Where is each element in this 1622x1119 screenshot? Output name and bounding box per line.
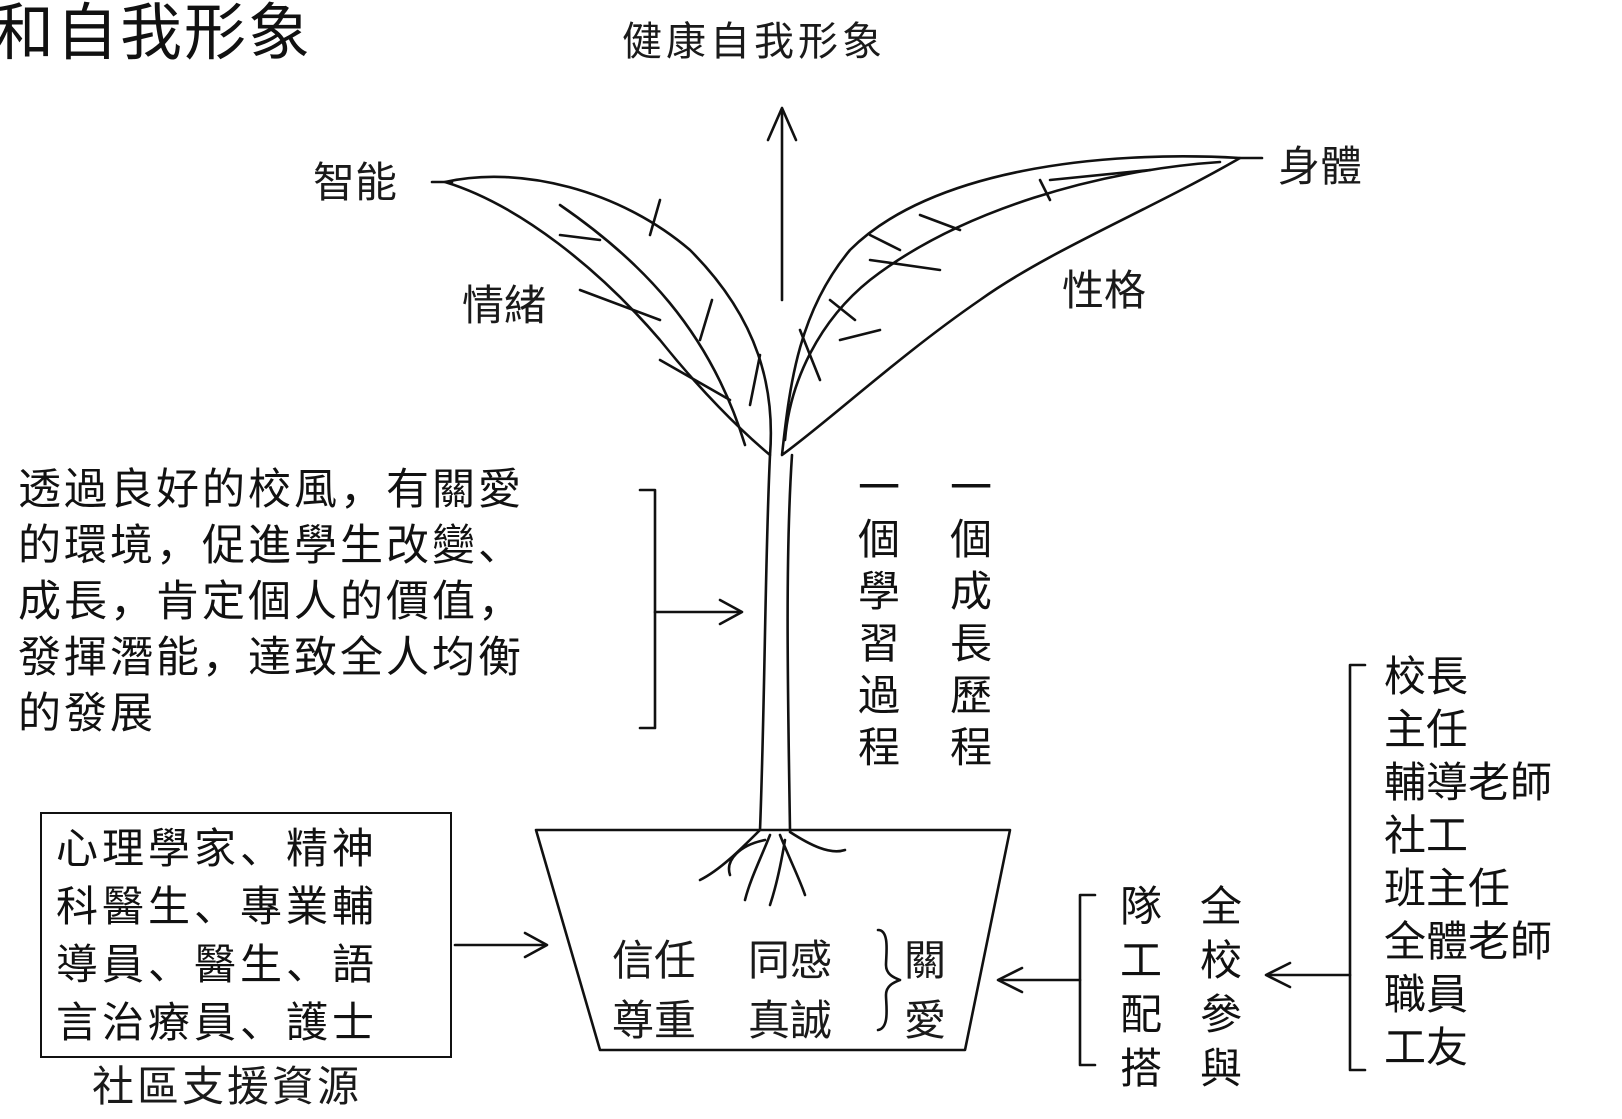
community-line: 言治療員、護士: [56, 998, 379, 1047]
staff-item: 班主任: [1384, 864, 1511, 913]
whole-school-char: 參: [1200, 990, 1243, 1039]
staff-item: 社工: [1384, 811, 1469, 860]
learning-char: 一: [858, 463, 901, 512]
left-leaf: [443, 175, 773, 457]
staff-item: 主任: [1384, 705, 1469, 754]
stem: [758, 453, 772, 832]
pot-value-trust: 信任: [612, 936, 697, 985]
staff-item: 職員: [1384, 970, 1469, 1019]
staff-item: 輔導老師: [1384, 758, 1553, 807]
learning-char: 程: [858, 723, 901, 772]
growth-process-column: 一 個 成 長 歷 程: [950, 462, 992, 774]
teamwork-column: 隊 工 配 搭: [1120, 880, 1162, 1096]
learning-char: 學: [858, 567, 901, 616]
community-support-caption: 社區支援資源: [92, 1062, 363, 1111]
healthy-self-image-label: 健康自我形象: [622, 19, 886, 65]
right-leaf: [780, 155, 1242, 457]
school-bracket: [638, 488, 657, 730]
school-paragraph-line: 透過良好的校風，有關愛: [18, 465, 524, 515]
staff-item: 全體老師: [1384, 917, 1553, 966]
learning-process-column: 一 個 學 習 過 程: [858, 462, 900, 774]
pot-care-char: 關: [904, 936, 947, 985]
staff-item: 校長: [1384, 652, 1469, 701]
pot-value-empathy: 同感: [748, 936, 833, 985]
school-paragraph: 透過良好的校風，有關愛 的環境，促進學生改變、 成長，肯定個人的價值， 發揮潛能…: [18, 462, 618, 742]
school-paragraph-line: 的發展: [18, 689, 156, 739]
pot: [534, 828, 1012, 1052]
teamwork-char: 搭: [1120, 1044, 1163, 1093]
growth-char: 長: [950, 619, 993, 668]
page-title: 和自我形象: [0, 0, 313, 69]
staff-bracket: [1348, 663, 1367, 1072]
community-line: 導員、醫生、語: [56, 940, 379, 989]
pot-value-respect: 尊重: [612, 996, 697, 1045]
learning-char: 過: [858, 671, 901, 720]
community-line: 科醫生、專業輔: [56, 882, 379, 931]
learning-char: 個: [858, 515, 901, 564]
growth-char: 個: [950, 515, 993, 564]
growth-arrow-head: [766, 106, 798, 142]
leaf-label-emotion: 情緒: [462, 281, 547, 330]
school-paragraph-line: 的環境，促進學生改變、: [18, 521, 524, 571]
roots: [698, 828, 847, 907]
whole-school-char: 校: [1200, 936, 1243, 985]
staff-list: 校長 主任 輔導老師 社工 班主任 全體老師 職員 工友: [1384, 650, 1552, 1074]
leaf-label-personality: 性格: [1062, 266, 1147, 315]
school-paragraph-line: 發揮潛能，達致全人均衡: [18, 633, 524, 683]
growth-char: 歷: [950, 671, 993, 720]
leaf-label-intelligence: 智能: [313, 158, 398, 207]
whole-school-column: 全 校 參 與: [1200, 880, 1242, 1096]
growth-char: 程: [950, 723, 993, 772]
leaf-label-body: 身體: [1278, 142, 1363, 191]
teamwork-char: 工: [1120, 936, 1163, 985]
community-support-box: [40, 812, 452, 1058]
whole-school-char: 全: [1200, 882, 1243, 931]
teamwork-bracket: [1078, 893, 1097, 1067]
community-support-list: 心理學家、精神 科醫生、專業輔 導員、醫生、語 言治療員、護士: [56, 820, 378, 1052]
school-paragraph-line: 成長，肯定個人的價值，: [18, 577, 524, 627]
staff-item: 工友: [1384, 1023, 1469, 1072]
learning-char: 習: [858, 619, 901, 668]
community-line: 心理學家、精神: [56, 824, 379, 873]
teamwork-char: 隊: [1120, 882, 1163, 931]
growth-char: 成: [950, 567, 993, 616]
growth-char: 一: [950, 463, 993, 512]
teamwork-char: 配: [1120, 990, 1163, 1039]
care-brace: [876, 928, 902, 1032]
pot-care-char: 愛: [904, 996, 947, 1045]
pot-value-sincerity: 真誠: [748, 996, 833, 1045]
whole-school-char: 與: [1200, 1044, 1243, 1093]
